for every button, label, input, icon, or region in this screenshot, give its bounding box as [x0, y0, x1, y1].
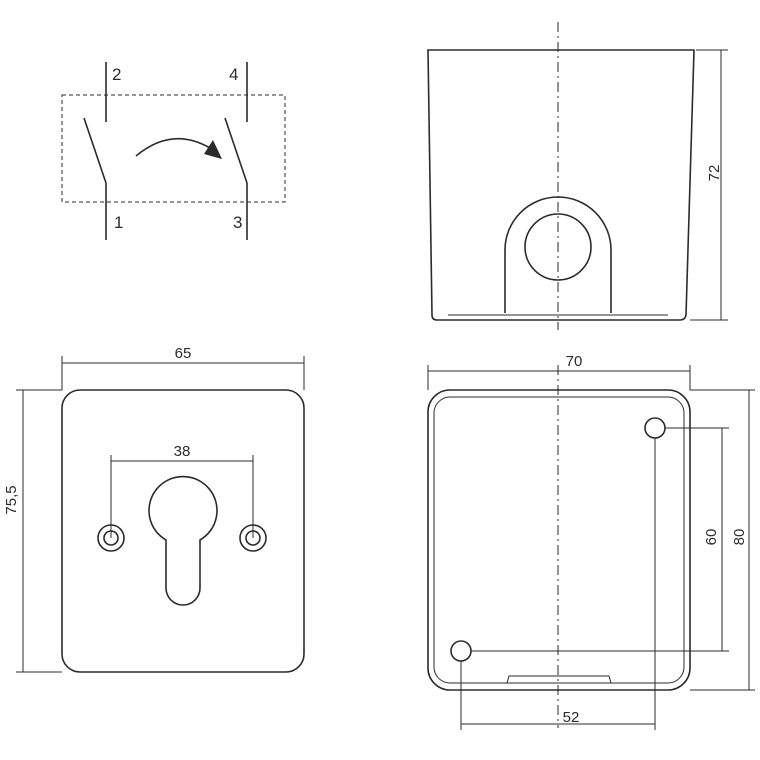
rotation-arrow [135, 137, 211, 157]
side-height-label: 72 [706, 165, 723, 182]
switch-dashed-box [61, 94, 286, 203]
terminal-label-1: 1 [114, 213, 123, 232]
base-hole-top-right [644, 417, 666, 439]
base-outer-outline [427, 389, 691, 691]
base-height-label: 80 [731, 529, 748, 546]
mounting-hole-left-outer [97, 524, 125, 552]
terminal-label-3: 3 [233, 213, 242, 232]
switch-schematic: 2 4 1 3 [61, 62, 286, 240]
base-hole-bottom-left [450, 640, 472, 662]
base-view: 70 80 60 52 [427, 353, 755, 730]
contact-3-4-blade [224, 117, 248, 184]
side-view: 72 [427, 22, 728, 330]
front-plate-view: 65 75,5 38 [3, 345, 305, 673]
base-inner-outline [433, 396, 685, 684]
base-width-label: 70 [566, 353, 583, 370]
terminal-label-4: 4 [229, 65, 238, 84]
front-plate-outline [61, 389, 305, 673]
key-cylinder-cutout [148, 475, 218, 606]
front-width-label: 65 [175, 345, 192, 362]
cable-entry-hole [524, 213, 592, 281]
front-height-label: 75,5 [3, 485, 20, 514]
hole-vertical-label: 60 [703, 529, 720, 546]
terminal-label-2: 2 [112, 65, 121, 84]
hole-spacing-label: 38 [174, 443, 191, 460]
mounting-hole-right-outer [239, 524, 267, 552]
mounting-hole-right-inner [245, 530, 261, 546]
housing-side-outline [427, 49, 695, 321]
mounting-hole-left-inner [103, 530, 119, 546]
base-slot [506, 675, 612, 684]
hole-horizontal-label: 52 [563, 709, 580, 726]
contact-1-2-blade [83, 117, 107, 184]
rotation-arrowhead [204, 140, 222, 159]
